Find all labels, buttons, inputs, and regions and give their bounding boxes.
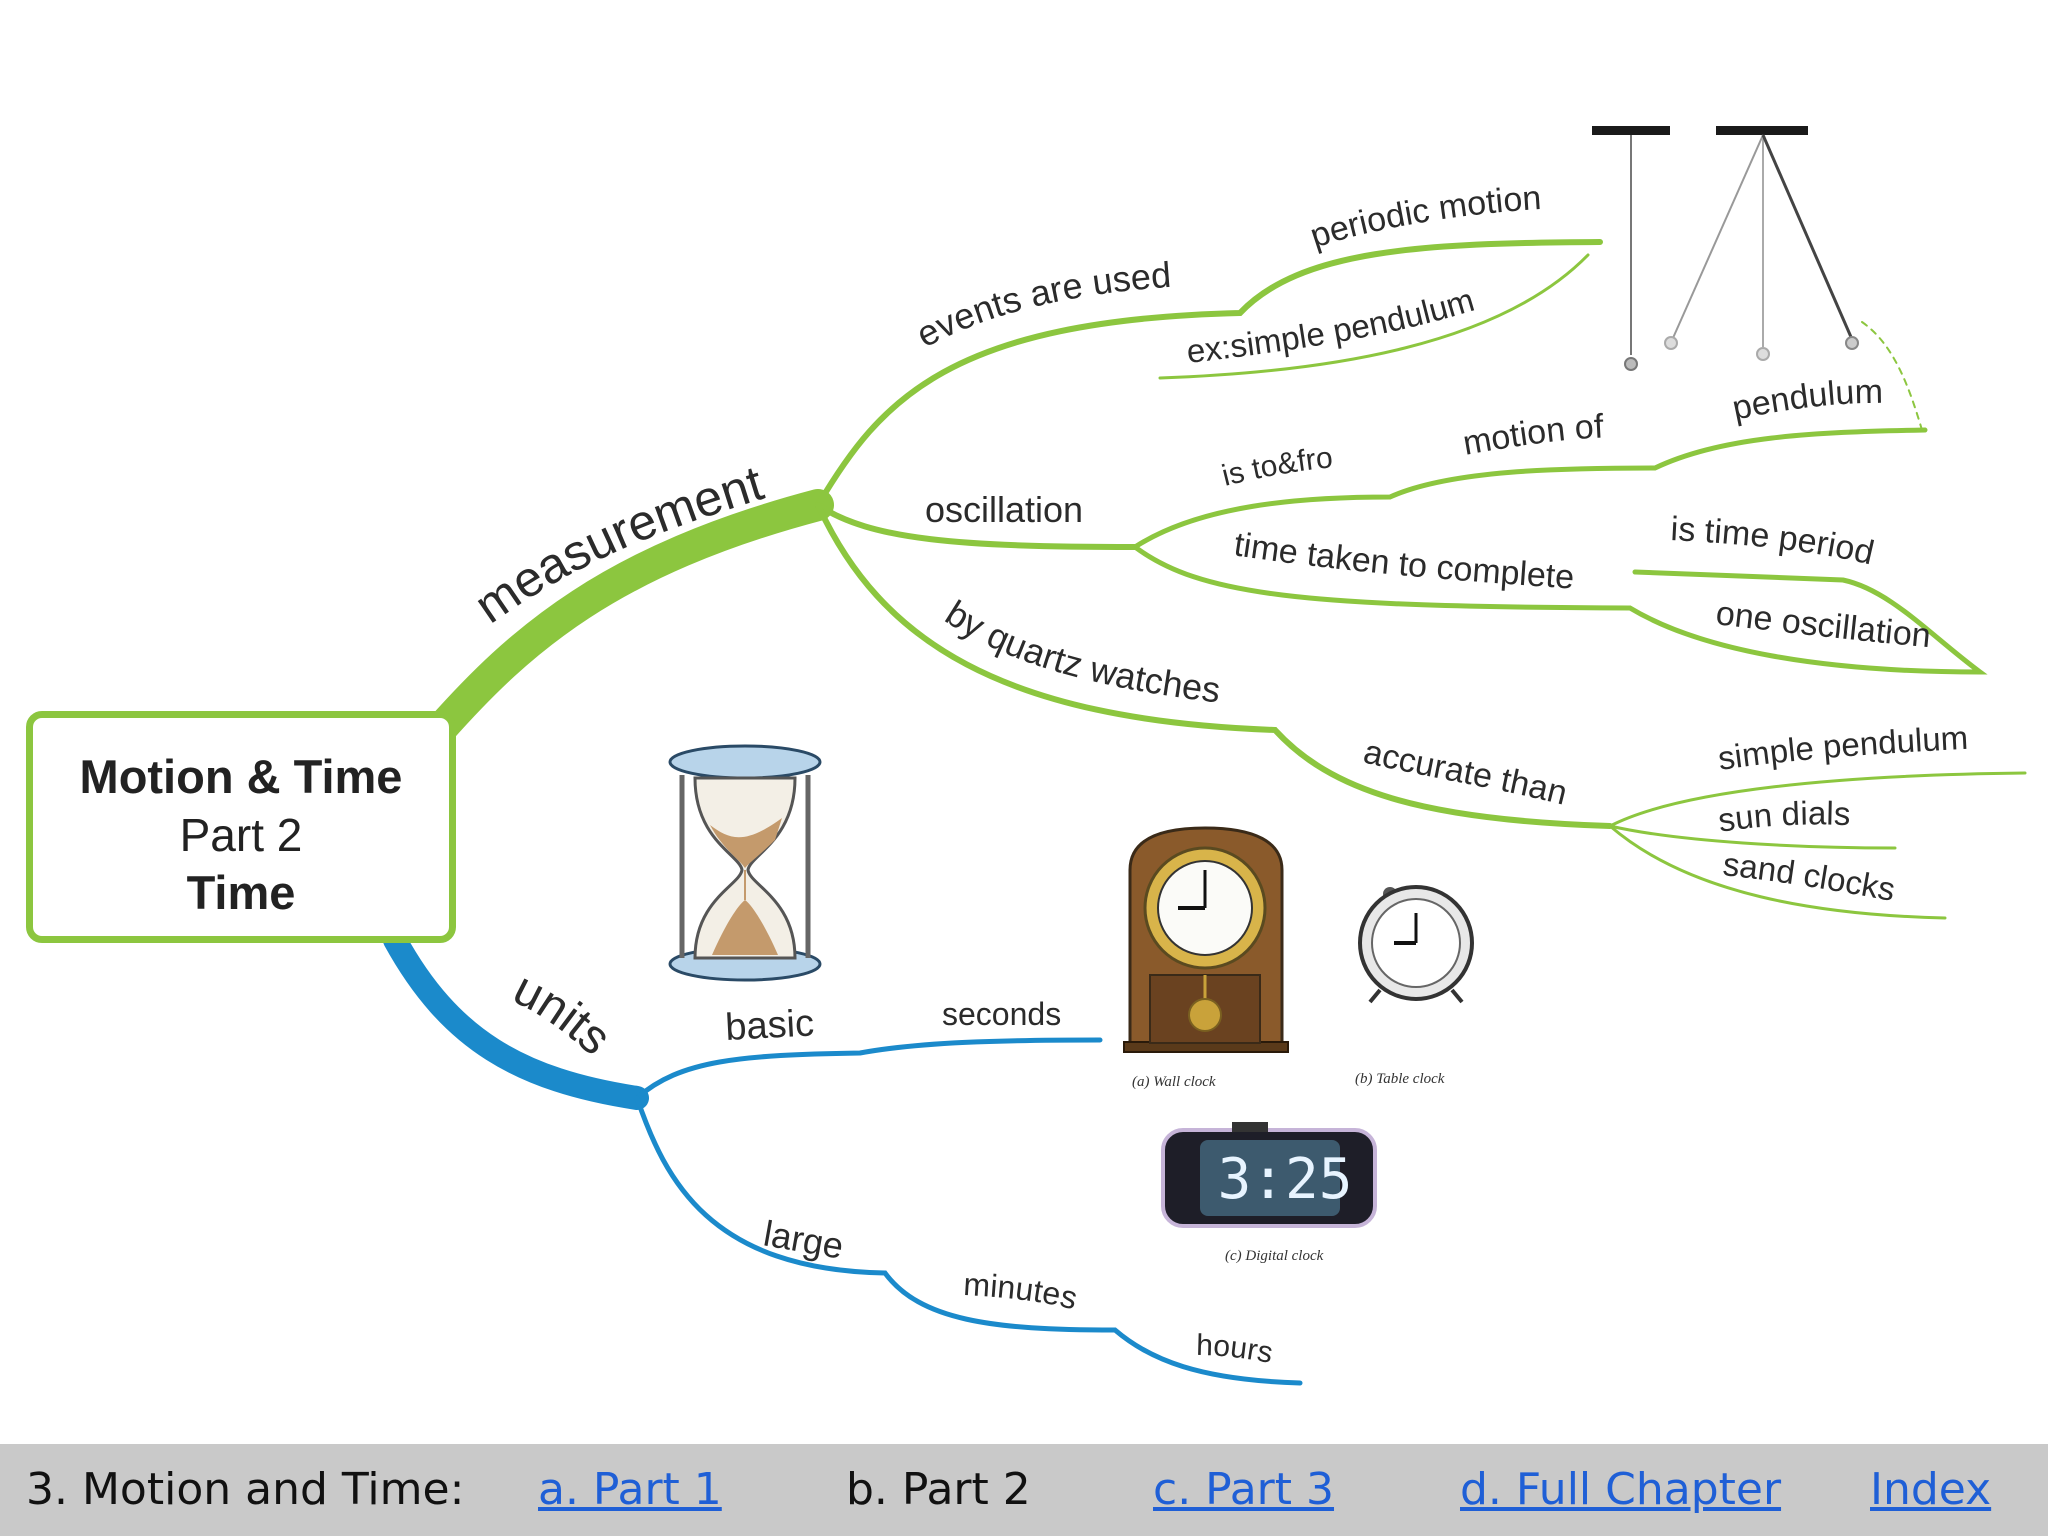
central-subtitle: Part 2: [179, 809, 303, 861]
pendulum-label: pendulum: [1729, 373, 1883, 428]
units-label: units: [505, 962, 621, 1065]
tofro-line: [1132, 427, 1928, 550]
svg-text:simple pendulum: simple pendulum: [1716, 719, 1969, 777]
digital-clock-caption: (c) Digital clock: [1225, 1248, 1324, 1264]
link-index[interactable]: Index: [1870, 1464, 1992, 1515]
to-fro-label: is to&fro: [1219, 441, 1334, 492]
digital-clock-display: 3:25: [1218, 1147, 1353, 1212]
simple-pendulum-line: [1608, 771, 2027, 828]
sun-dials-label: sun dials: [1716, 794, 1851, 838]
footer-title: 3. Motion and Time:: [26, 1464, 465, 1515]
current-part-2: b. Part 2: [846, 1464, 1031, 1515]
time-taken-label: time taken to complete: [1232, 525, 1576, 596]
link-full-chapter[interactable]: d. Full Chapter: [1460, 1464, 1782, 1515]
measurement-main-line: [424, 489, 834, 746]
oscillation-line: [815, 502, 1138, 550]
units-branch-lines: [383, 928, 1303, 1386]
large-label: large: [761, 1213, 847, 1267]
wall-clock-caption: (a) Wall clock: [1132, 1074, 1216, 1090]
svg-text:pendulum: pendulum: [1729, 373, 1883, 428]
svg-text:ex:simple pendulum: ex:simple pendulum: [1185, 281, 1479, 370]
hours-label: hours: [1196, 1329, 1276, 1370]
pendulum-dashed-line: [1861, 321, 1923, 431]
central-topic-name: Time: [186, 866, 296, 919]
svg-text:events are used: events are used: [910, 254, 1173, 355]
link-part-3[interactable]: c. Part 3: [1153, 1464, 1335, 1515]
quartz-line: [815, 502, 1613, 829]
svg-text:by quartz watches: by quartz watches: [939, 592, 1223, 710]
sand-clocks-line: [1608, 824, 1947, 920]
large-line: [634, 1095, 1303, 1386]
pendulum-illustration: [1592, 126, 1859, 371]
minutes-label: minutes: [962, 1266, 1081, 1316]
sand-clocks-label: sand clocks: [1721, 845, 1898, 908]
example-label: ex:simple pendulum: [1185, 281, 1479, 370]
link-part-1[interactable]: a. Part 1: [538, 1464, 722, 1515]
svg-text:motion of: motion of: [1460, 407, 1605, 462]
central-title: Motion & Time: [79, 750, 403, 803]
svg-text:is time period: is time period: [1670, 510, 1878, 572]
basic-label: basic: [724, 1002, 815, 1049]
footer-nav: 3. Motion and Time: a. Part 1 b. Part 2 …: [0, 1444, 2048, 1536]
units-main-line: [383, 928, 649, 1110]
digital-clock-illustration: 3:25: [1161, 1122, 1377, 1228]
quartz-label: by quartz watches: [939, 592, 1223, 710]
timetaken-line: [1132, 544, 1988, 675]
svg-text:is to&fro: is to&fro: [1219, 441, 1334, 492]
svg-text:sand clocks: sand clocks: [1721, 845, 1898, 908]
table-clock-illustration: [1358, 885, 1474, 1004]
wall-clock-illustration: [1123, 826, 1289, 1053]
seconds-label: seconds: [942, 996, 1061, 1032]
svg-text:hours: hours: [1196, 1329, 1276, 1370]
example-line: [1158, 253, 1590, 380]
svg-text:units: units: [505, 962, 621, 1065]
simple-pendulum-label: simple pendulum: [1716, 719, 1969, 777]
svg-text:sun dials: sun dials: [1716, 794, 1851, 838]
svg-text:one oscillation: one oscillation: [1714, 594, 1932, 655]
time-period-label: is time period: [1670, 510, 1878, 572]
basic-line: [634, 1037, 1103, 1101]
one-oscillation-label: one oscillation: [1714, 594, 1932, 655]
sun-dials-line: [1608, 824, 1897, 850]
hourglass-illustration: [668, 744, 822, 982]
table-clock-caption: (b) Table clock: [1355, 1071, 1445, 1087]
central-topic: Motion & Time Part 2 Time: [26, 711, 456, 943]
measurement-branch-lines: [424, 239, 2027, 920]
motion-of-label: motion of: [1460, 407, 1605, 462]
events-line: [815, 239, 1603, 508]
oscillation-label: oscillation: [925, 489, 1083, 530]
svg-text:minutes: minutes: [962, 1266, 1081, 1316]
svg-text:time taken to complete: time taken to complete: [1232, 525, 1576, 596]
events-label: events are used: [910, 254, 1173, 355]
